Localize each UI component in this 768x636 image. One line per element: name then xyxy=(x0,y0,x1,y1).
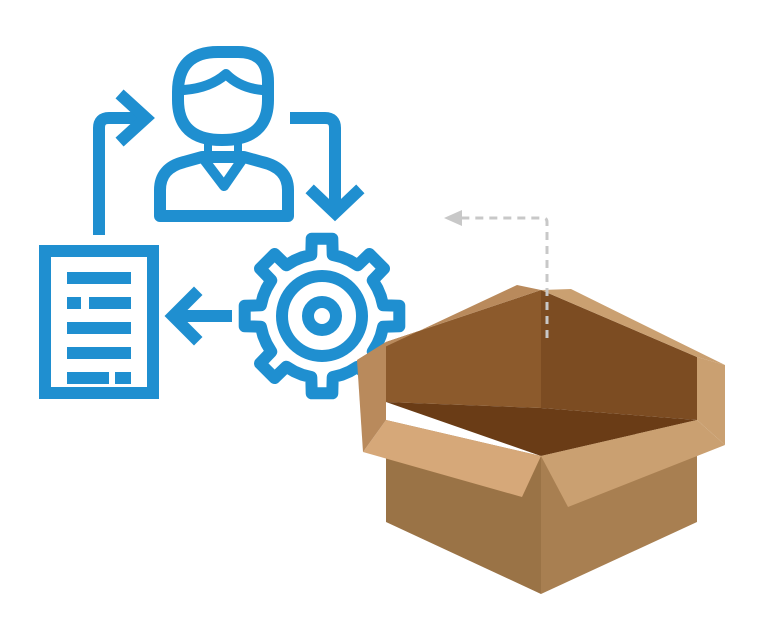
document-icon xyxy=(39,245,159,399)
dashed-return-arrow xyxy=(444,210,549,338)
flow-arrows xyxy=(93,89,365,346)
gear-hub xyxy=(302,296,342,336)
person-bust-icon xyxy=(154,46,294,222)
box-back-right-flap xyxy=(541,289,725,365)
document-page xyxy=(39,245,159,399)
arrow-document-to-person xyxy=(93,89,155,235)
gear-inner-ring xyxy=(276,270,368,362)
arrow-gear-to-document xyxy=(164,286,232,346)
box-back-left-wall xyxy=(386,290,541,408)
box-back-left-flap xyxy=(357,285,541,360)
box-front-left-flap xyxy=(363,420,541,497)
gear-icon xyxy=(238,232,406,400)
arrow-person-to-gear xyxy=(290,112,365,222)
box-left-flap xyxy=(357,342,386,452)
box-inner-floor xyxy=(386,402,697,456)
box-right-flap xyxy=(697,357,725,445)
document-text-lines xyxy=(67,272,131,384)
box-back-right-wall xyxy=(541,290,697,420)
open-cardboard-box-icon xyxy=(357,285,725,594)
dashed-arrow-head xyxy=(444,210,462,226)
gear-outline xyxy=(238,232,406,400)
box-front-right-flap xyxy=(541,420,725,507)
